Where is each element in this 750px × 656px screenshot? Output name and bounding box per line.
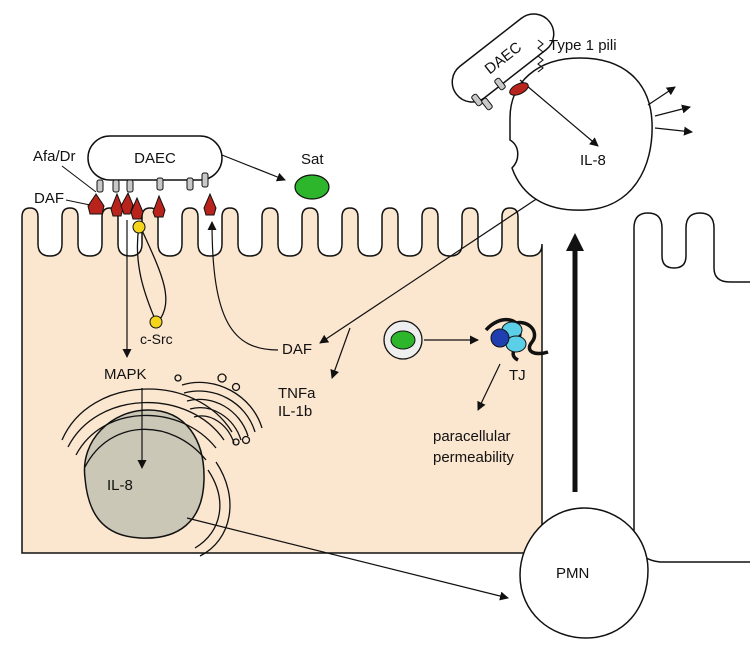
type1-pili [537,39,544,73]
permeability-label: permeability [433,449,514,466]
arrow-out-3 [654,126,693,136]
vesicle-sat [390,330,416,350]
daf-receptors [87,191,217,220]
paracellular-label: paracellular [433,428,511,445]
golgi-apparatus [174,373,263,446]
daec-top-receptor [509,82,529,96]
csrc-label: c-Src [140,331,173,347]
csrc-top-dot [132,220,146,234]
neighbor-cell-outline [633,212,750,543]
arrow-il8-to-pmn [186,517,509,601]
tj-label: TJ [509,367,526,384]
arrow-daf-recycle [207,221,279,351]
arrow-to-tnfa [330,327,351,379]
daec-top-adhesins [471,77,506,111]
pmn-label: PMN [556,565,589,582]
daec-top-bacterium: DAEC [451,13,555,103]
daf-pointer [65,199,91,206]
afa-dr-label: Afa/Dr [33,148,76,165]
arrow-out-2 [654,104,691,117]
arrow-daec-to-sat [221,154,286,182]
daf-label-center: DAF [282,341,312,358]
tnfa-label: TNFa [278,385,316,402]
arrow-tj-to-paracellular [477,363,501,411]
type1-pili-label: Type 1 pili [549,37,617,54]
tight-junction [484,318,549,362]
daf-label-left: DAF [34,190,64,207]
afa-dr-pointer [61,165,97,193]
il8-cell-label: IL-8 [580,152,606,169]
arrow-out-1 [647,86,676,106]
neighbor-cell-base [633,542,750,563]
sat-label: Sat [301,151,324,168]
daec-bacterium: DAEC [87,135,223,181]
afa-dr-adhesins [96,172,209,193]
arrow-to-il8-cell [519,79,599,147]
il1b-label: IL-1b [278,403,312,420]
daec-body [87,135,223,181]
mapk-label: MAPK [104,366,147,383]
upper-cell [509,57,653,211]
csrc-dot [149,315,163,329]
pmn-cell [519,507,649,639]
il8-nucleus-label: IL-8 [107,477,133,494]
daec-label: DAEC [134,150,176,167]
sat-protein [294,174,330,200]
nucleus [83,409,205,539]
